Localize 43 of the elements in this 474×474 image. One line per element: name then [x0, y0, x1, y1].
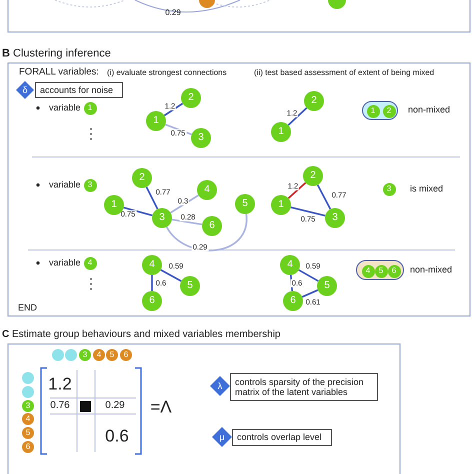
connector-line	[164, 102, 184, 116]
value-text: 0.29	[165, 9, 181, 17]
connector-line	[298, 269, 319, 282]
symbol-label: δ	[22, 86, 28, 94]
text-label: (ii) test based assessment of extent of being mixed	[254, 69, 434, 77]
connector-line	[172, 218, 202, 226]
connector-line	[302, 289, 318, 298]
text-label: variable	[49, 104, 81, 112]
symbol-label: λ	[218, 382, 222, 390]
connector-line	[123, 206, 153, 216]
diamond-symbol	[210, 376, 230, 396]
text-label: FORALL variables:	[19, 67, 99, 77]
diamond-symbol	[212, 427, 232, 447]
value-text: 0.76	[50, 401, 70, 411]
connector-line	[288, 182, 306, 199]
text-label: non-mixed	[410, 266, 452, 274]
text-label: is mixed	[410, 184, 444, 194]
connector-line	[166, 214, 248, 252]
value-text: 0.29	[105, 401, 125, 411]
value-text: 1.2	[48, 376, 72, 392]
text-label: C Estimate group behaviours and mixed variables membership	[2, 330, 280, 340]
connector-line	[151, 275, 153, 291]
text-label: variable	[49, 180, 81, 190]
text-label: (i) evaluate strongest connections	[107, 69, 227, 77]
value-text: =Λ	[150, 398, 172, 416]
connector-line	[170, 194, 199, 214]
diamond-symbol	[16, 81, 34, 99]
connector-line	[146, 186, 158, 210]
text-label: non-mixed	[408, 106, 450, 114]
connector-line	[316, 184, 332, 210]
connector-line	[288, 107, 308, 126]
text-label: B Clustering inference	[2, 48, 111, 60]
connector-line	[290, 206, 326, 216]
connector-line	[290, 274, 294, 292]
text-label: END	[18, 304, 38, 312]
note-box: controls overlap level	[232, 428, 332, 446]
note-box: controls sparsity of the precision matrix of the latent variables	[230, 373, 378, 401]
note-box: accounts for noise	[35, 82, 123, 98]
value-text: 0.6	[105, 428, 129, 444]
connector-line	[160, 269, 182, 282]
text-label: variable	[49, 258, 81, 268]
symbol-label: μ	[219, 432, 225, 442]
connector-line	[165, 124, 192, 136]
